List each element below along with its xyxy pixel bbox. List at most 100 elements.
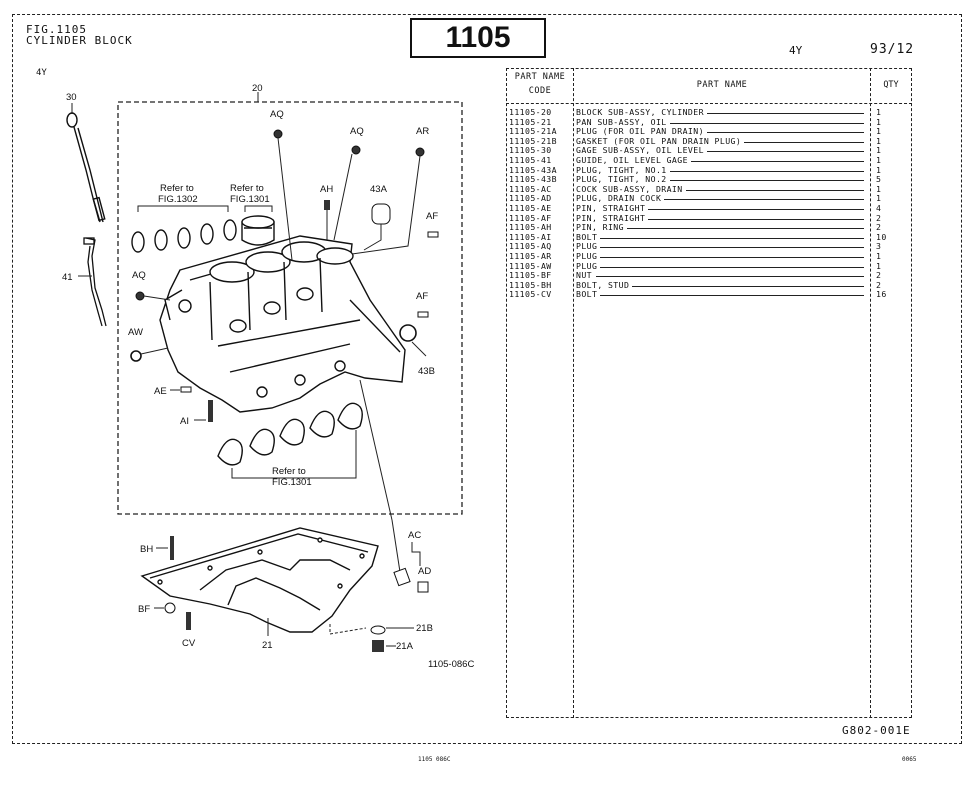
leader-line — [596, 160, 864, 162]
table-row: 11105-21B GASKET (FOR OIL PAN DRAIN PLUG)… — [506, 135, 912, 147]
callout-bh: BH — [140, 544, 153, 555]
drawing-code: 1105-086C — [428, 659, 474, 670]
leader-line — [596, 113, 864, 114]
piston-rings — [131, 219, 237, 253]
leader-line — [596, 218, 864, 220]
table-row: 11105-21A PLUG (FOR OIL PAN DRAIN) 1 — [506, 127, 912, 137]
part-qty: 10 — [876, 231, 887, 242]
part-name: PIN, STRAIGHT — [576, 213, 649, 224]
sheet-code: G802-001E — [842, 724, 911, 737]
callout-21: 21 — [262, 640, 273, 651]
callout-21a: 21A — [396, 641, 414, 652]
callout-43b: 43B — [418, 366, 435, 377]
table-row: 11105-AF PIN, STRAIGHT 2 — [506, 212, 912, 224]
part-code: 11105-CV — [509, 289, 552, 300]
part-qty: 16 — [876, 289, 887, 300]
part-name: PAN SUB-ASSY, OIL — [576, 117, 670, 128]
leader-line — [596, 199, 864, 201]
part-code: 11105-BH — [509, 279, 552, 290]
part-name: BOLT — [576, 290, 601, 300]
leader-line — [596, 228, 864, 230]
model-tag: 4Y — [36, 68, 47, 78]
part-name: PIN, RING — [576, 223, 627, 233]
refer-label-bottom-a: Refer to — [272, 466, 306, 477]
table-row: 11105-BH BOLT, STUD 2 — [506, 279, 912, 291]
part-name: PLUG (FOR OIL PAN DRAIN) — [576, 127, 707, 137]
leader-line — [596, 285, 864, 287]
part-qty: 1 — [876, 154, 882, 165]
leader-line — [596, 180, 864, 182]
part-name: GAGE SUB-ASSY, OIL LEVEL — [576, 146, 707, 156]
part-code: 11105-21A — [509, 126, 557, 137]
part-code: 11105-AI — [509, 231, 552, 242]
part-name: PLUG, TIGHT, NO.2 — [576, 175, 670, 185]
part-code: 11105-AF — [509, 212, 552, 223]
table-row: 11105-20 BLOCK SUB-ASSY, CYLINDER 1 — [506, 107, 912, 118]
part-name: PLUG — [576, 261, 601, 272]
part-name: PLUG, DRAIN COCK — [576, 194, 665, 204]
leader-line — [596, 122, 864, 124]
part-code: 11105-AQ — [509, 241, 552, 252]
part-qty: 1 — [876, 250, 882, 261]
oil-level-gage-guide — [83, 237, 107, 327]
callout-ah: AH — [320, 184, 333, 195]
oil-pan — [140, 527, 379, 633]
part-qty: 1 — [876, 183, 882, 194]
part-qty: 1 — [876, 126, 882, 137]
part-name: PIN, STRAIGHT — [576, 203, 649, 214]
part-code: 11105-21 — [509, 116, 552, 127]
part-code: 11105-AH — [509, 222, 552, 233]
print-code-left: 1105 086C — [418, 756, 451, 763]
refer-label-1301-a: Refer to — [230, 183, 264, 194]
part-code: 11105-43A — [509, 164, 557, 175]
column-header-code: PART NAME CODE — [514, 72, 566, 96]
callout-41: 41 — [62, 272, 73, 283]
callout-af-top: AF — [426, 211, 438, 222]
refer-label-1302-a: Refer to — [160, 183, 194, 194]
leader-line — [596, 256, 864, 258]
part-code: 11105-21B — [509, 135, 557, 146]
part-code: 11105-AE — [509, 202, 552, 213]
callout-aw: AW — [128, 327, 143, 338]
column-header-qty: QTY — [883, 80, 899, 90]
print-code-right: 0065 — [902, 756, 917, 763]
callout-ar: AR — [416, 126, 429, 137]
callout-43a: 43A — [370, 184, 388, 195]
piston — [241, 215, 275, 246]
leader-line — [596, 170, 864, 172]
refer-label-1301-b: FIG.1301 — [230, 194, 270, 205]
callout-ae: AE — [154, 386, 167, 397]
oil-level-gage — [66, 112, 106, 223]
part-qty: 1 — [876, 193, 882, 204]
callout-ad: AD — [418, 566, 431, 577]
part-qty: 2 — [876, 279, 882, 290]
part-qty: 2 — [876, 212, 882, 223]
part-code: 11105-20 — [509, 107, 552, 117]
part-code: 11105-41 — [509, 154, 552, 165]
column-header-part-name: PART NAME — [696, 80, 748, 90]
part-name: GUIDE, OIL LEVEL GAGE — [576, 155, 691, 166]
leader-line — [596, 247, 864, 249]
part-code: 11105-43B — [509, 174, 557, 185]
callout-aq-left: AQ — [132, 270, 146, 281]
part-qty: 1 — [876, 107, 882, 117]
callout-cv: CV — [182, 638, 196, 649]
part-name: GASKET (FOR OIL PAN DRAIN PLUG) — [576, 136, 745, 147]
refer-label-bottom-b: FIG.1301 — [272, 477, 312, 488]
leader-line — [596, 276, 864, 278]
part-name: BLOCK SUB-ASSY, CYLINDER — [576, 107, 707, 118]
part-name: BOLT, STUD — [576, 280, 633, 291]
table-row: 11105-41 GUIDE, OIL LEVEL GAGE 1 — [506, 154, 912, 166]
leader-line — [596, 208, 864, 210]
